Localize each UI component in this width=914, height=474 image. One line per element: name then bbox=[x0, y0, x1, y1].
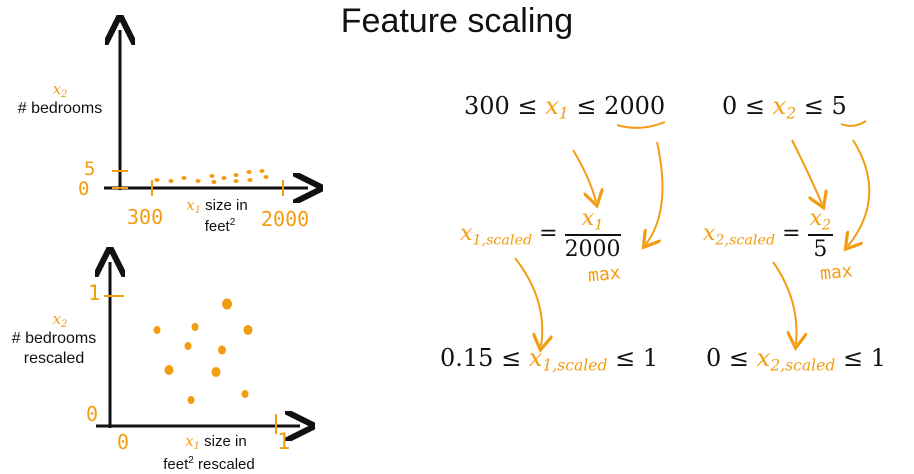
bottom-point bbox=[243, 325, 253, 335]
bottom-x-label-unit: feet2 rescaled bbox=[163, 455, 255, 473]
top-y-var: x2 bbox=[52, 80, 68, 100]
page-title: Feature scaling bbox=[340, 2, 574, 40]
top-point bbox=[195, 179, 201, 183]
top-x-label-unit: feet2 bbox=[204, 217, 236, 235]
arrow-2000-to-denominator bbox=[646, 141, 664, 244]
top-x-tick-label-300: 300 bbox=[127, 205, 164, 229]
top-point bbox=[221, 176, 227, 180]
bottom-x-tick-label-1: 1 bbox=[277, 430, 291, 455]
bottom-point bbox=[211, 367, 221, 377]
top-scatter-points bbox=[154, 169, 269, 184]
max-note-left: max bbox=[586, 262, 622, 287]
bottom-point bbox=[241, 390, 249, 398]
top-y-tick-label-0: 0 bbox=[78, 178, 90, 200]
bottom-point bbox=[164, 365, 174, 375]
result-x1-range: 0.15 ≤ x1,scaled ≤ 1 bbox=[440, 344, 659, 375]
bottom-point bbox=[218, 345, 226, 355]
top-point bbox=[233, 179, 239, 183]
range-x2: 0 ≤ x2 ≤ 5 bbox=[722, 92, 847, 123]
underline-2000 bbox=[616, 121, 666, 129]
bottom-point bbox=[222, 298, 232, 310]
bottom-scatter-points bbox=[153, 298, 253, 404]
arrow-scaled2-to-result bbox=[772, 261, 797, 344]
arrow-5-to-denominator bbox=[848, 139, 871, 246]
arrow-x2-to-numerator bbox=[791, 139, 822, 204]
top-point bbox=[209, 174, 215, 178]
top-point bbox=[168, 179, 174, 183]
result-x2-range: 0 ≤ x2,scaled ≤ 1 bbox=[706, 344, 886, 375]
bottom-y-var: x2 bbox=[52, 310, 68, 330]
bottom-point bbox=[191, 323, 199, 331]
top-point bbox=[154, 178, 160, 182]
bottom-point bbox=[187, 396, 195, 404]
scaled-x2-equation: x2,scaled = x2 5 bbox=[703, 206, 834, 263]
bottom-y-tick-label-1: 1 bbox=[88, 281, 101, 305]
top-y-tick-label-5: 5 bbox=[84, 158, 96, 180]
bottom-y-label-2: rescaled bbox=[23, 350, 85, 367]
range-x1: 300 ≤ x1 ≤ 2000 bbox=[464, 92, 666, 123]
bottom-y-label-1: # bedrooms bbox=[11, 330, 97, 347]
top-point bbox=[246, 170, 252, 174]
scaled-x1-equation: x1,scaled = x1 2000 bbox=[460, 206, 621, 263]
bottom-x-label: x1 size in bbox=[185, 432, 247, 452]
top-point bbox=[181, 176, 187, 180]
bottom-point bbox=[184, 342, 192, 350]
arrow-scaled1-to-result bbox=[514, 257, 542, 346]
bottom-point bbox=[153, 326, 161, 334]
top-point bbox=[259, 169, 265, 173]
fraction-x1-over-2000: x1 2000 bbox=[564, 206, 621, 263]
max-note-right: max bbox=[818, 260, 854, 285]
top-point bbox=[233, 173, 239, 177]
bottom-x-tick-label-0: 0 bbox=[117, 430, 130, 454]
top-y-label: # bedrooms bbox=[17, 100, 103, 117]
bottom-y-tick-label-0: 0 bbox=[86, 402, 99, 426]
arrow-x1-to-numerator bbox=[572, 149, 596, 202]
top-x-label: x1 size in bbox=[186, 196, 248, 216]
fraction-x2-over-5: x2 5 bbox=[807, 206, 834, 263]
top-point bbox=[211, 180, 217, 184]
top-point bbox=[263, 175, 269, 179]
top-x-tick-label-2000: 2000 bbox=[261, 207, 310, 231]
underline-5 bbox=[840, 120, 867, 127]
top-point bbox=[247, 178, 253, 182]
